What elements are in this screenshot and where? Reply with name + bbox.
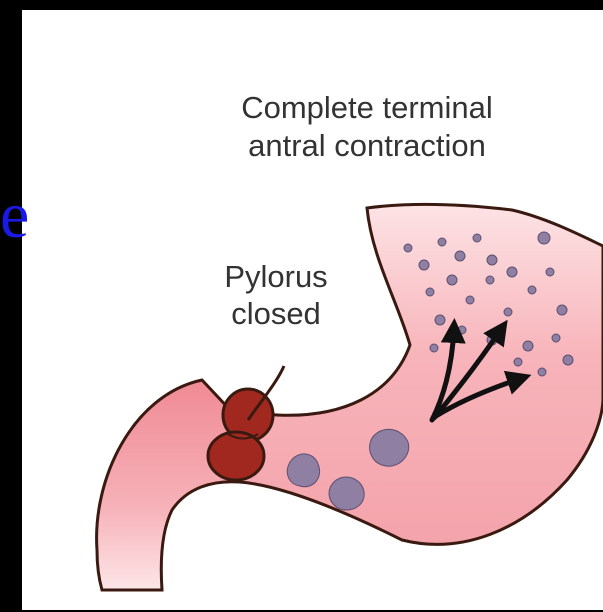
stomach-body [232,204,603,544]
title-line-2: antral contraction [248,128,486,163]
overlay-glyph: e [0,183,40,253]
antral-contraction-diagram: Complete terminal antral contraction Pyl… [22,10,603,610]
figure-frame: Complete terminal antral contraction Pyl… [22,10,603,610]
duodenum [97,380,240,590]
pylorus-label-line-1: Pylorus [224,259,327,294]
title-line-1: Complete terminal [241,90,493,125]
pylorus-label-line-2: closed [231,296,321,331]
